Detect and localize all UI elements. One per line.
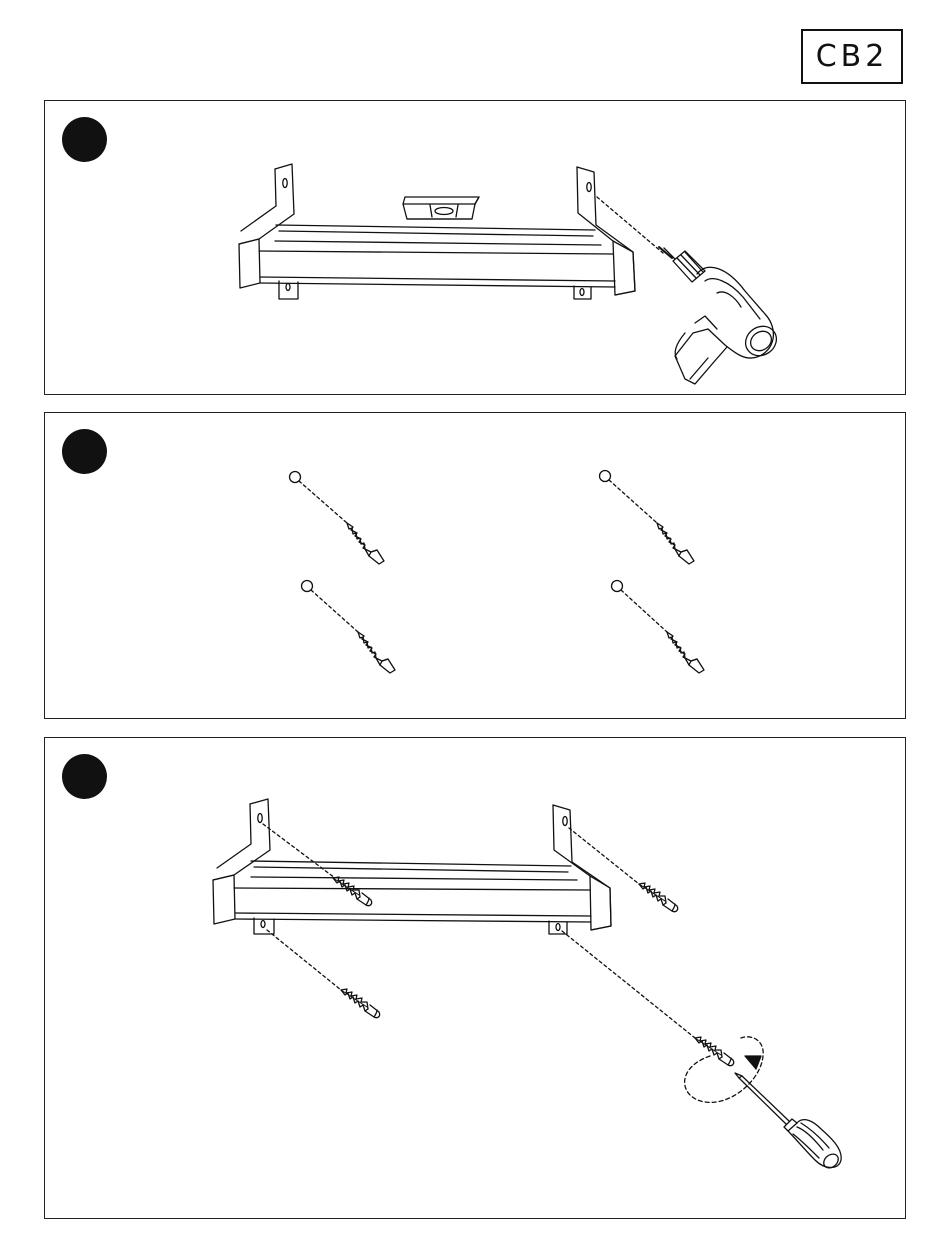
step-2-panel	[44, 412, 906, 719]
rotation-arrow-icon	[685, 1037, 764, 1103]
step-1-panel	[44, 100, 906, 395]
brand-logo: CB2	[801, 29, 903, 84]
step-3-illustration	[45, 738, 907, 1220]
screwdriver-icon	[735, 1073, 841, 1171]
guide-lines	[263, 824, 695, 1038]
step-1-illustration	[45, 101, 907, 396]
shelf-bracket-icon	[239, 164, 635, 299]
rotation-arrow-head	[745, 1056, 761, 1069]
drill-guide-line	[597, 197, 663, 253]
guide-lines	[299, 480, 667, 632]
wood-screw-icon	[333, 877, 734, 1066]
step-2-illustration	[45, 413, 907, 720]
power-drill-icon	[659, 247, 782, 384]
wall-anchor-icon	[347, 523, 704, 673]
spirit-level-icon	[403, 197, 479, 219]
step-3-panel	[44, 737, 906, 1219]
drill-hole-icon	[290, 471, 623, 592]
shelf-bracket-icon	[213, 799, 611, 934]
brand-logo-text: CB2	[816, 39, 889, 74]
